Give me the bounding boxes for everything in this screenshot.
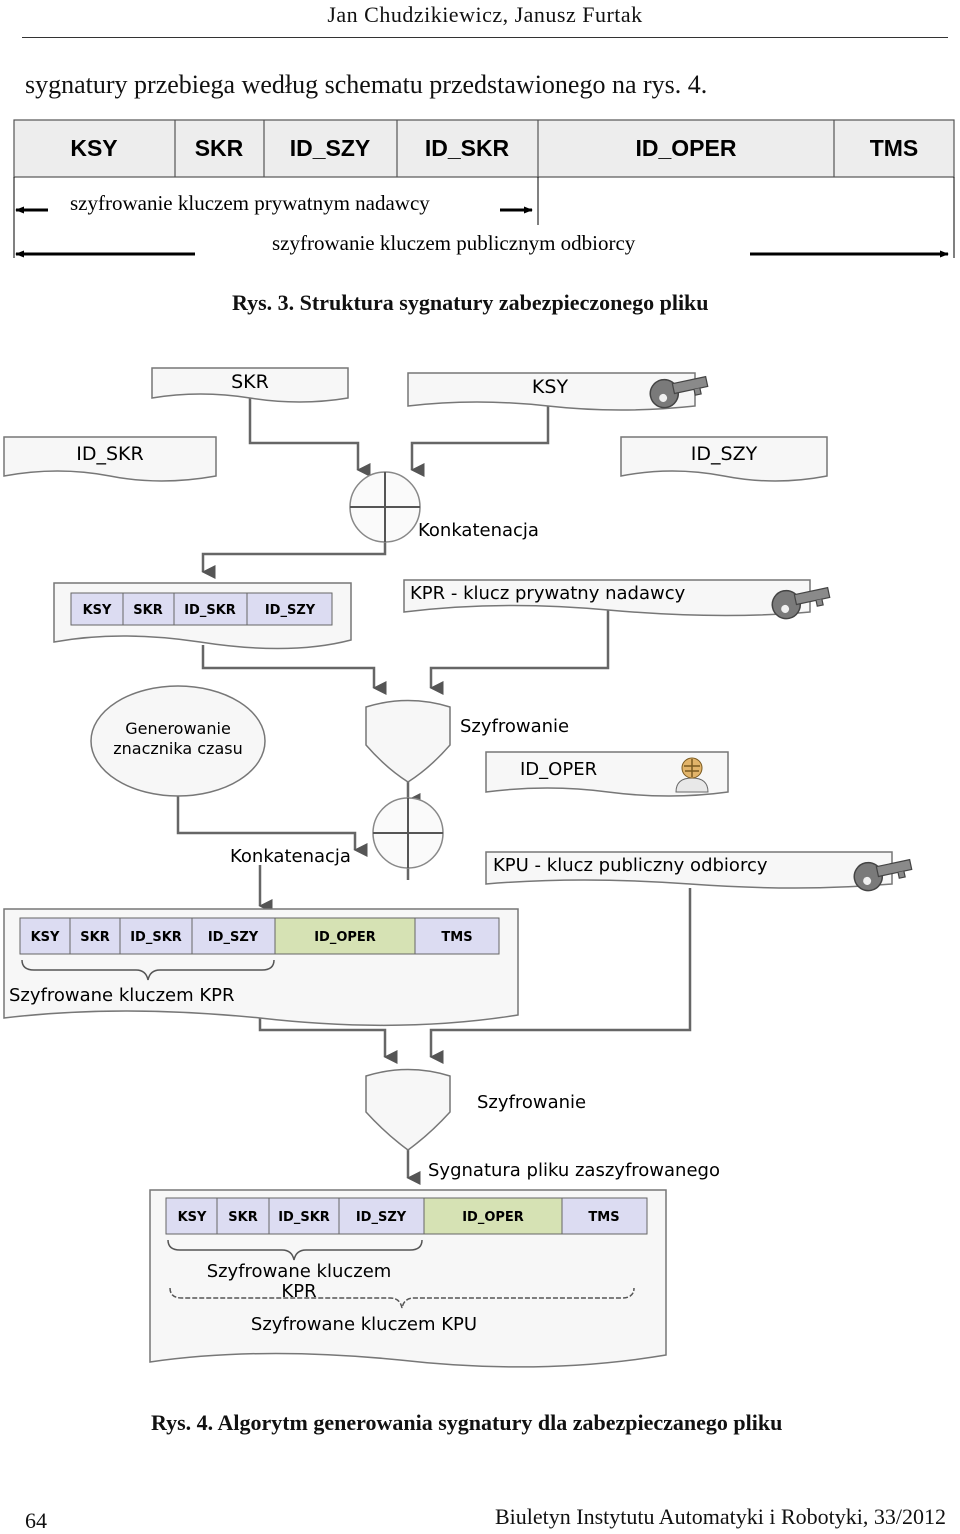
operator-person-icon	[675, 757, 709, 793]
row1-ksy: KSY	[83, 603, 112, 618]
doc-skr-label: SKR	[231, 371, 269, 393]
doc-id-oper	[485, 751, 729, 797]
intro-paragraph: sygnatury przebiega według schematu prze…	[25, 70, 708, 99]
concat-circle-1	[349, 471, 421, 543]
fig3-field-ksy: KSY	[70, 135, 117, 161]
row3-brace2-label: Szyfrowane kluczem KPU	[251, 1314, 477, 1335]
fig3-public-label: szyfrowanie kluczem publicznym odbiorcy	[272, 231, 636, 255]
doc-kpr	[403, 579, 811, 617]
row1-id-szy: ID_SZY	[265, 603, 316, 618]
doc-id-skr-label: ID_SKR	[76, 443, 143, 465]
row2-id-skr: ID_SKR	[130, 930, 182, 945]
signature-label: Sygnatura pliku zaszyfrowanego	[428, 1160, 720, 1181]
encrypt-shield-1	[365, 699, 451, 783]
running-header: Jan Chudzikiewicz, Janusz Furtak	[0, 0, 960, 38]
fig3-table	[13, 119, 955, 178]
row3-fields	[165, 1197, 648, 1235]
row2-ksy: KSY	[31, 930, 60, 945]
fig3-private-label: szyfrowanie kluczem prywatnym nadawcy	[70, 191, 430, 215]
id-oper-label: ID_OPER	[520, 759, 597, 780]
figure-4-signature-algorithm: SKR KSY ID_SKR ID_SZY Konkatenacja KSY S…	[3, 367, 913, 1368]
row2-brace-label: Szyfrowane kluczem KPR	[9, 985, 235, 1006]
row3-brace-kpr	[167, 1239, 423, 1261]
page-number: 64	[25, 1508, 47, 1533]
gen-line2: znacznika czasu	[113, 739, 242, 758]
fig3-field-id-szy: ID_SZY	[290, 135, 371, 161]
fig3-field-skr: SKR	[195, 135, 244, 161]
row2-brace	[21, 959, 275, 981]
row3-ksy: KSY	[178, 1210, 207, 1225]
concat-1-label: Konkatenacja	[418, 520, 539, 541]
row3-skr: SKR	[228, 1210, 257, 1225]
row1-skr: SKR	[133, 603, 162, 618]
row2-fields	[19, 917, 500, 955]
header-rule	[22, 37, 948, 38]
concat-circle-2	[372, 797, 444, 869]
doc-ksy	[407, 372, 696, 411]
fig3-caption: Rys. 3. Struktura sygnatury zabezpieczon…	[232, 290, 709, 315]
kpr-label: KPR - klucz prywatny nadawcy	[410, 583, 686, 604]
fig4-connectors	[176, 398, 692, 1185]
fig3-field-id-oper: ID_OPER	[636, 135, 737, 161]
doc-id-skr	[3, 436, 217, 482]
encrypt-2-label: Szyfrowanie	[477, 1092, 586, 1113]
doc-ksy-label: KSY	[532, 376, 569, 398]
row3-tms: TMS	[588, 1210, 619, 1225]
fig3-field-id-skr: ID_SKR	[425, 135, 510, 161]
fig4-caption: Rys. 4. Algorytm generowania sygnatury d…	[151, 1410, 783, 1435]
row2-skr: SKR	[80, 930, 109, 945]
row3-id-oper: ID_OPER	[462, 1210, 524, 1225]
fig3-field-tms: TMS	[870, 135, 919, 161]
key-icon	[771, 586, 831, 620]
row3-brace-kpu	[169, 1287, 635, 1309]
encrypt-1-label: Szyfrowanie	[460, 716, 569, 737]
journal-footer: Biuletyn Instytutu Automatyki i Robotyki…	[494, 1504, 946, 1529]
row3-id-szy: ID_SZY	[356, 1210, 407, 1225]
doc-kpu	[485, 851, 893, 889]
row3-brace1-line1: Szyfrowane kluczem	[207, 1261, 392, 1282]
gen-line1: Generowanie	[125, 719, 231, 738]
key-icon	[853, 858, 913, 892]
doc-skr	[151, 367, 349, 403]
kpu-label: KPU - klucz publiczny odbiorcy	[493, 855, 768, 876]
gen-timestamp-ellipse	[90, 685, 266, 797]
row2-tms: TMS	[441, 930, 472, 945]
key-icon	[649, 375, 709, 409]
concat-2-label: Konkatenacja	[230, 846, 351, 867]
row1-id-skr: ID_SKR	[184, 603, 236, 618]
doc-id-szy	[620, 436, 828, 482]
doc-id-szy-label: ID_SZY	[691, 443, 758, 465]
row3-id-skr: ID_SKR	[278, 1210, 330, 1225]
row2-id-szy: ID_SZY	[208, 930, 259, 945]
row3-brace1-line2: KPR	[281, 1281, 316, 1302]
row2-id-oper: ID_OPER	[314, 930, 376, 945]
row1-fields	[70, 592, 333, 626]
header-authors: Jan Chudzikiewicz, Janusz Furtak	[327, 2, 643, 27]
figure-3-signature-structure: KSY SKR ID_SZY ID_SKR ID_OPER TMS szyfro…	[13, 119, 955, 258]
encrypt-shield-2	[365, 1068, 451, 1151]
